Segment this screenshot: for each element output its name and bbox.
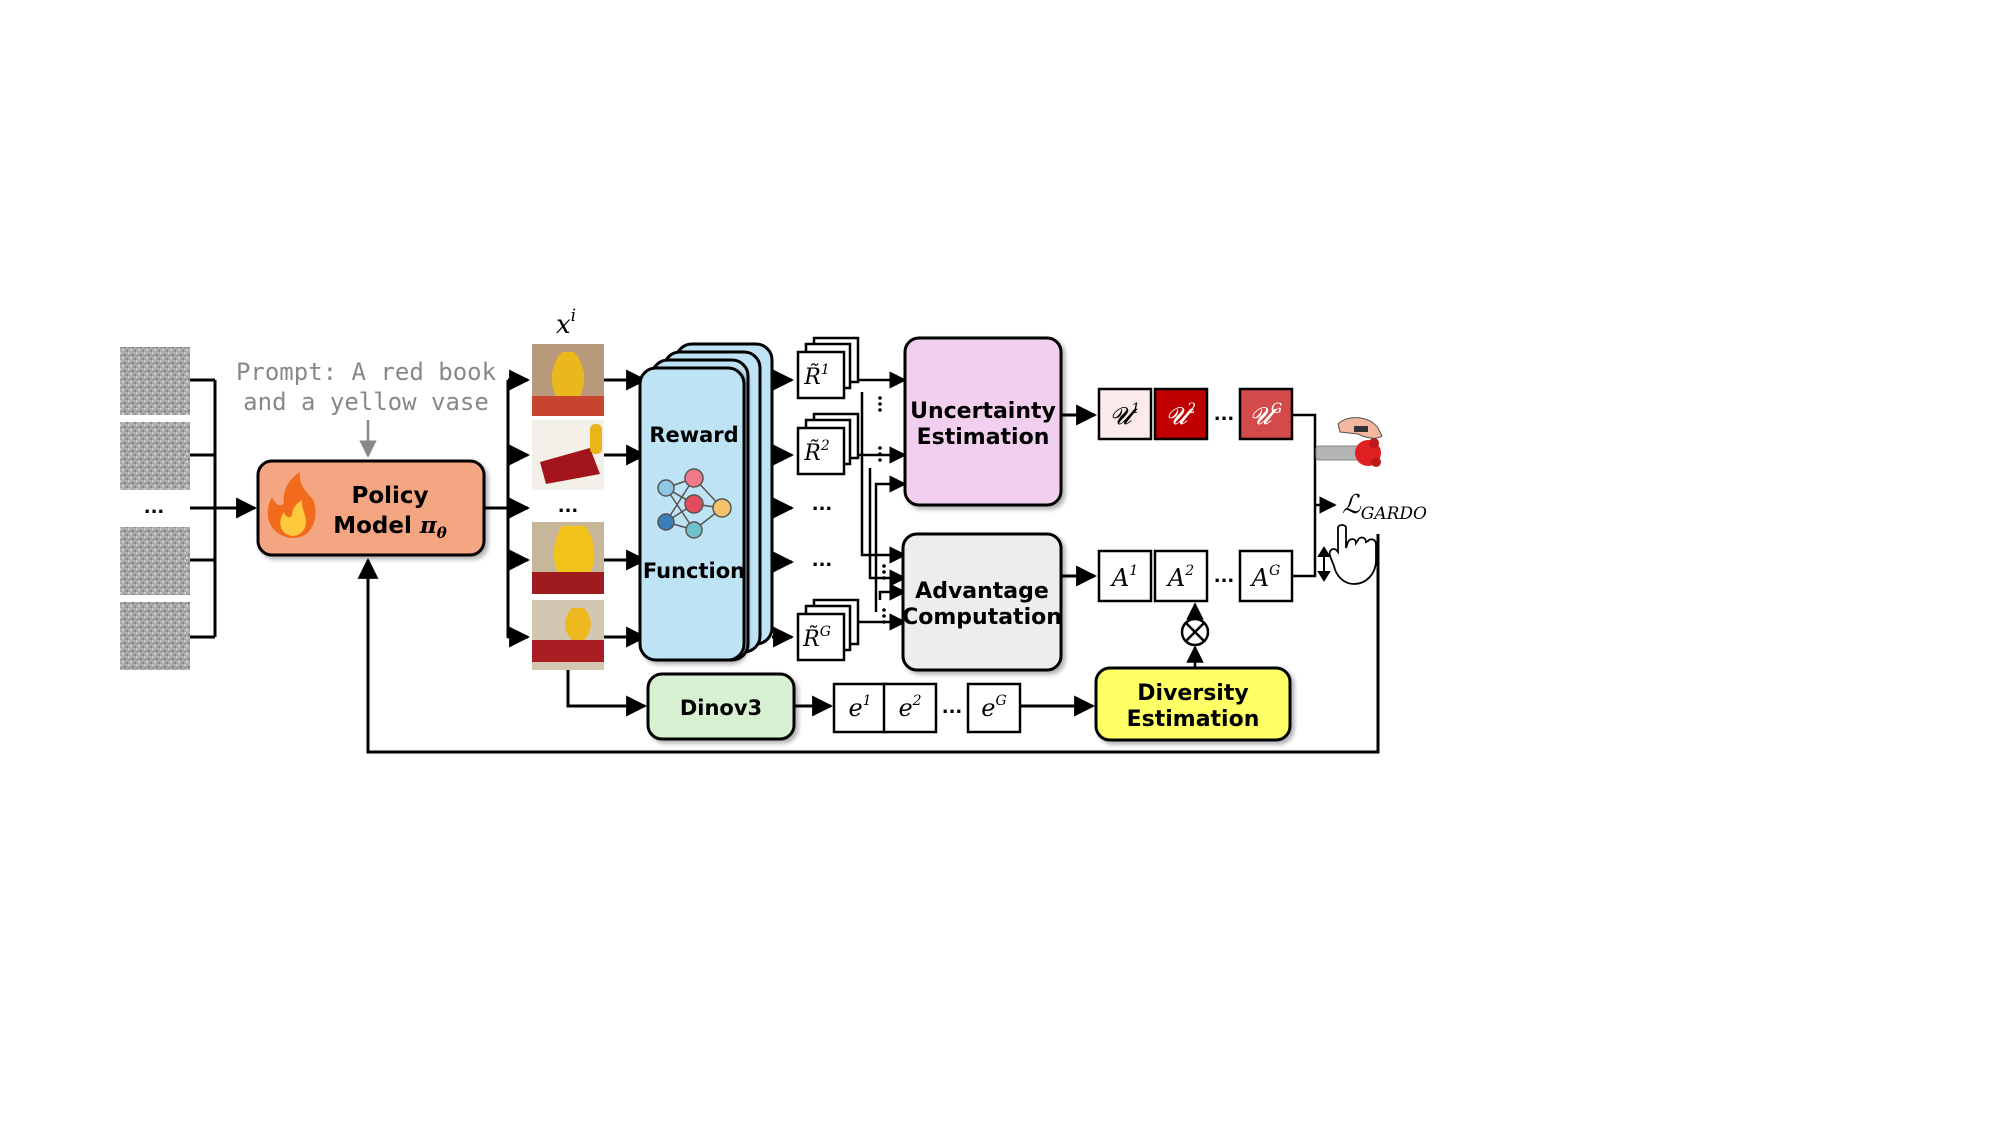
noise-inputs: ... <box>120 347 190 670</box>
loss-routing <box>1292 413 1337 578</box>
uncertainty-value-1: 𝓤1 <box>1097 387 1153 441</box>
uncertainty-value-G-sup: G <box>1271 401 1282 417</box>
advantage-computation-box: Advantage Computation <box>901 532 1063 672</box>
reward-value-1-base: R̃ <box>803 364 821 390</box>
diversity-label-line-2: Estimation <box>1127 707 1260 732</box>
noise-image-4 <box>120 602 190 670</box>
valve-icon <box>1315 417 1383 467</box>
advantage-value-ellipsis: ... <box>1214 566 1235 587</box>
advantage-value-G-base: A <box>1250 564 1269 592</box>
diversity-label-line-1: Diversity <box>1137 681 1248 706</box>
dinov-label: Dinov3 <box>680 696 762 720</box>
advantage-value-G-sup: G <box>1269 563 1280 579</box>
multiply-node <box>1180 617 1210 647</box>
uncertainty-estimation-box: Uncertainty Estimation <box>903 336 1063 507</box>
policy-model-word: Model <box>333 513 412 539</box>
advantage-value-2-sup: 2 <box>1184 563 1194 579</box>
advantage-value-2: A2 <box>1153 549 1209 603</box>
advantage-value-1-base: A <box>1110 564 1129 592</box>
embedding-value-2-label: e2 <box>898 693 921 722</box>
samples-label-base: x <box>556 310 571 340</box>
policy-theta-subscript: θ <box>437 524 447 542</box>
advantage-label-line-1: Advantage <box>915 579 1049 604</box>
uncertainty-value-ellipsis: ... <box>1214 404 1235 425</box>
embedding-value-G: eG <box>966 682 1022 734</box>
loss-label-subscript: GARDO <box>1361 504 1427 524</box>
uncertainty-label-line-2: Estimation <box>917 425 1050 450</box>
samples-label: xi <box>556 306 576 340</box>
uncertainty-value-2-sup: 2 <box>1186 401 1196 417</box>
advantage-value-1: A1 <box>1097 549 1153 603</box>
reward-value-1-label: R̃1 <box>803 362 830 390</box>
embedding-value-G-sup: G <box>996 693 1007 709</box>
reward-value-1-sup: 1 <box>821 362 830 378</box>
reward-label-line-2: Function <box>643 559 745 583</box>
reward-value-G-label: R̃G <box>802 624 831 652</box>
loss-label-base: ℒ <box>1342 490 1362 520</box>
reward-value-G-sup: G <box>820 624 831 640</box>
loss-label: ℒGARDO <box>1342 490 1427 524</box>
reward-value-ellipsis-1: ... <box>812 494 833 515</box>
embedding-value-2-base: e <box>898 694 912 722</box>
advantage-value-1-label: A1 <box>1110 563 1138 592</box>
uncertainty-value-G: 𝓤G <box>1238 387 1294 441</box>
advantage-value-2-label: A2 <box>1166 563 1194 592</box>
noise-ellipsis: ... <box>144 497 165 518</box>
reward-value-1: R̃1 <box>796 336 860 400</box>
noise-image-2 <box>120 422 190 490</box>
images-to-dinov-arrow <box>566 670 648 717</box>
sample-image-2 <box>532 420 604 490</box>
feedback-loop-arrow <box>357 534 1380 754</box>
reward-value-ellipsis-2: ... <box>812 550 833 571</box>
policy-label-line-2: Model πθ <box>333 512 447 542</box>
embedding-value-G-label: eG <box>981 693 1006 722</box>
samples-label-sup: i <box>571 306 576 326</box>
advantage-value-G: AG <box>1238 549 1294 603</box>
embedding-value-1-base: e <box>848 694 862 722</box>
embedding-value-1: e1 <box>832 682 888 734</box>
embedding-value-1-sup: 1 <box>863 693 872 709</box>
advantage-value-G-label: AG <box>1250 563 1281 592</box>
routing-dots <box>878 396 886 624</box>
updown-arrow-icon <box>1317 546 1331 582</box>
advantage-value-2-base: A <box>1166 564 1185 592</box>
reward-value-2-base: R̃ <box>803 440 821 466</box>
reward-value-G-base: R̃ <box>802 626 820 652</box>
advantage-value-1-sup: 1 <box>1129 563 1138 579</box>
uncertainty-value-2: 𝓤2 <box>1153 387 1209 441</box>
sample-ellipsis: ... <box>558 496 579 517</box>
embedding-value-G-base: e <box>981 694 995 722</box>
uncertainty-label-line-1: Uncertainty <box>910 399 1056 424</box>
prompt-line-2: and a yellow vase <box>243 388 489 416</box>
sample-image-1 <box>532 344 604 416</box>
policy-label-line-1: Policy <box>351 483 428 509</box>
noise-image-1 <box>120 347 190 415</box>
embedding-value-ellipsis: ... <box>942 697 963 718</box>
sample-image-3 <box>532 522 604 594</box>
reward-value-2-label: R̃2 <box>803 438 830 466</box>
fire-icon <box>267 472 316 538</box>
reward-value-G: R̃G <box>796 598 860 662</box>
reward-routing-lines <box>858 371 907 631</box>
uncertainty-value-1-sup: 1 <box>1131 401 1140 417</box>
reward-function-box: Reward Function <box>638 342 774 662</box>
reward-value-2: R̃2 <box>796 412 860 476</box>
embedding-value-2: e2 <box>882 682 938 734</box>
noise-image-3 <box>120 527 190 595</box>
diversity-estimation-box: Diversity Estimation <box>1094 666 1292 742</box>
sample-image-4 <box>532 600 604 670</box>
hand-pointer-icon <box>1328 524 1377 585</box>
advantage-label-line-2: Computation <box>902 605 1062 630</box>
network-icon <box>657 468 732 539</box>
reward-value-2-sup: 2 <box>820 438 830 454</box>
dinov-box: Dinov3 <box>646 672 796 741</box>
embedding-value-2-sup: 2 <box>912 693 922 709</box>
embedding-value-1-label: e1 <box>848 693 871 722</box>
policy-pi-symbol: π <box>419 512 438 539</box>
prompt-line-1: Prompt: A red book <box>236 358 497 386</box>
reward-label-line-1: Reward <box>649 423 738 447</box>
policy-model-box: Policy Model πθ <box>256 459 486 557</box>
